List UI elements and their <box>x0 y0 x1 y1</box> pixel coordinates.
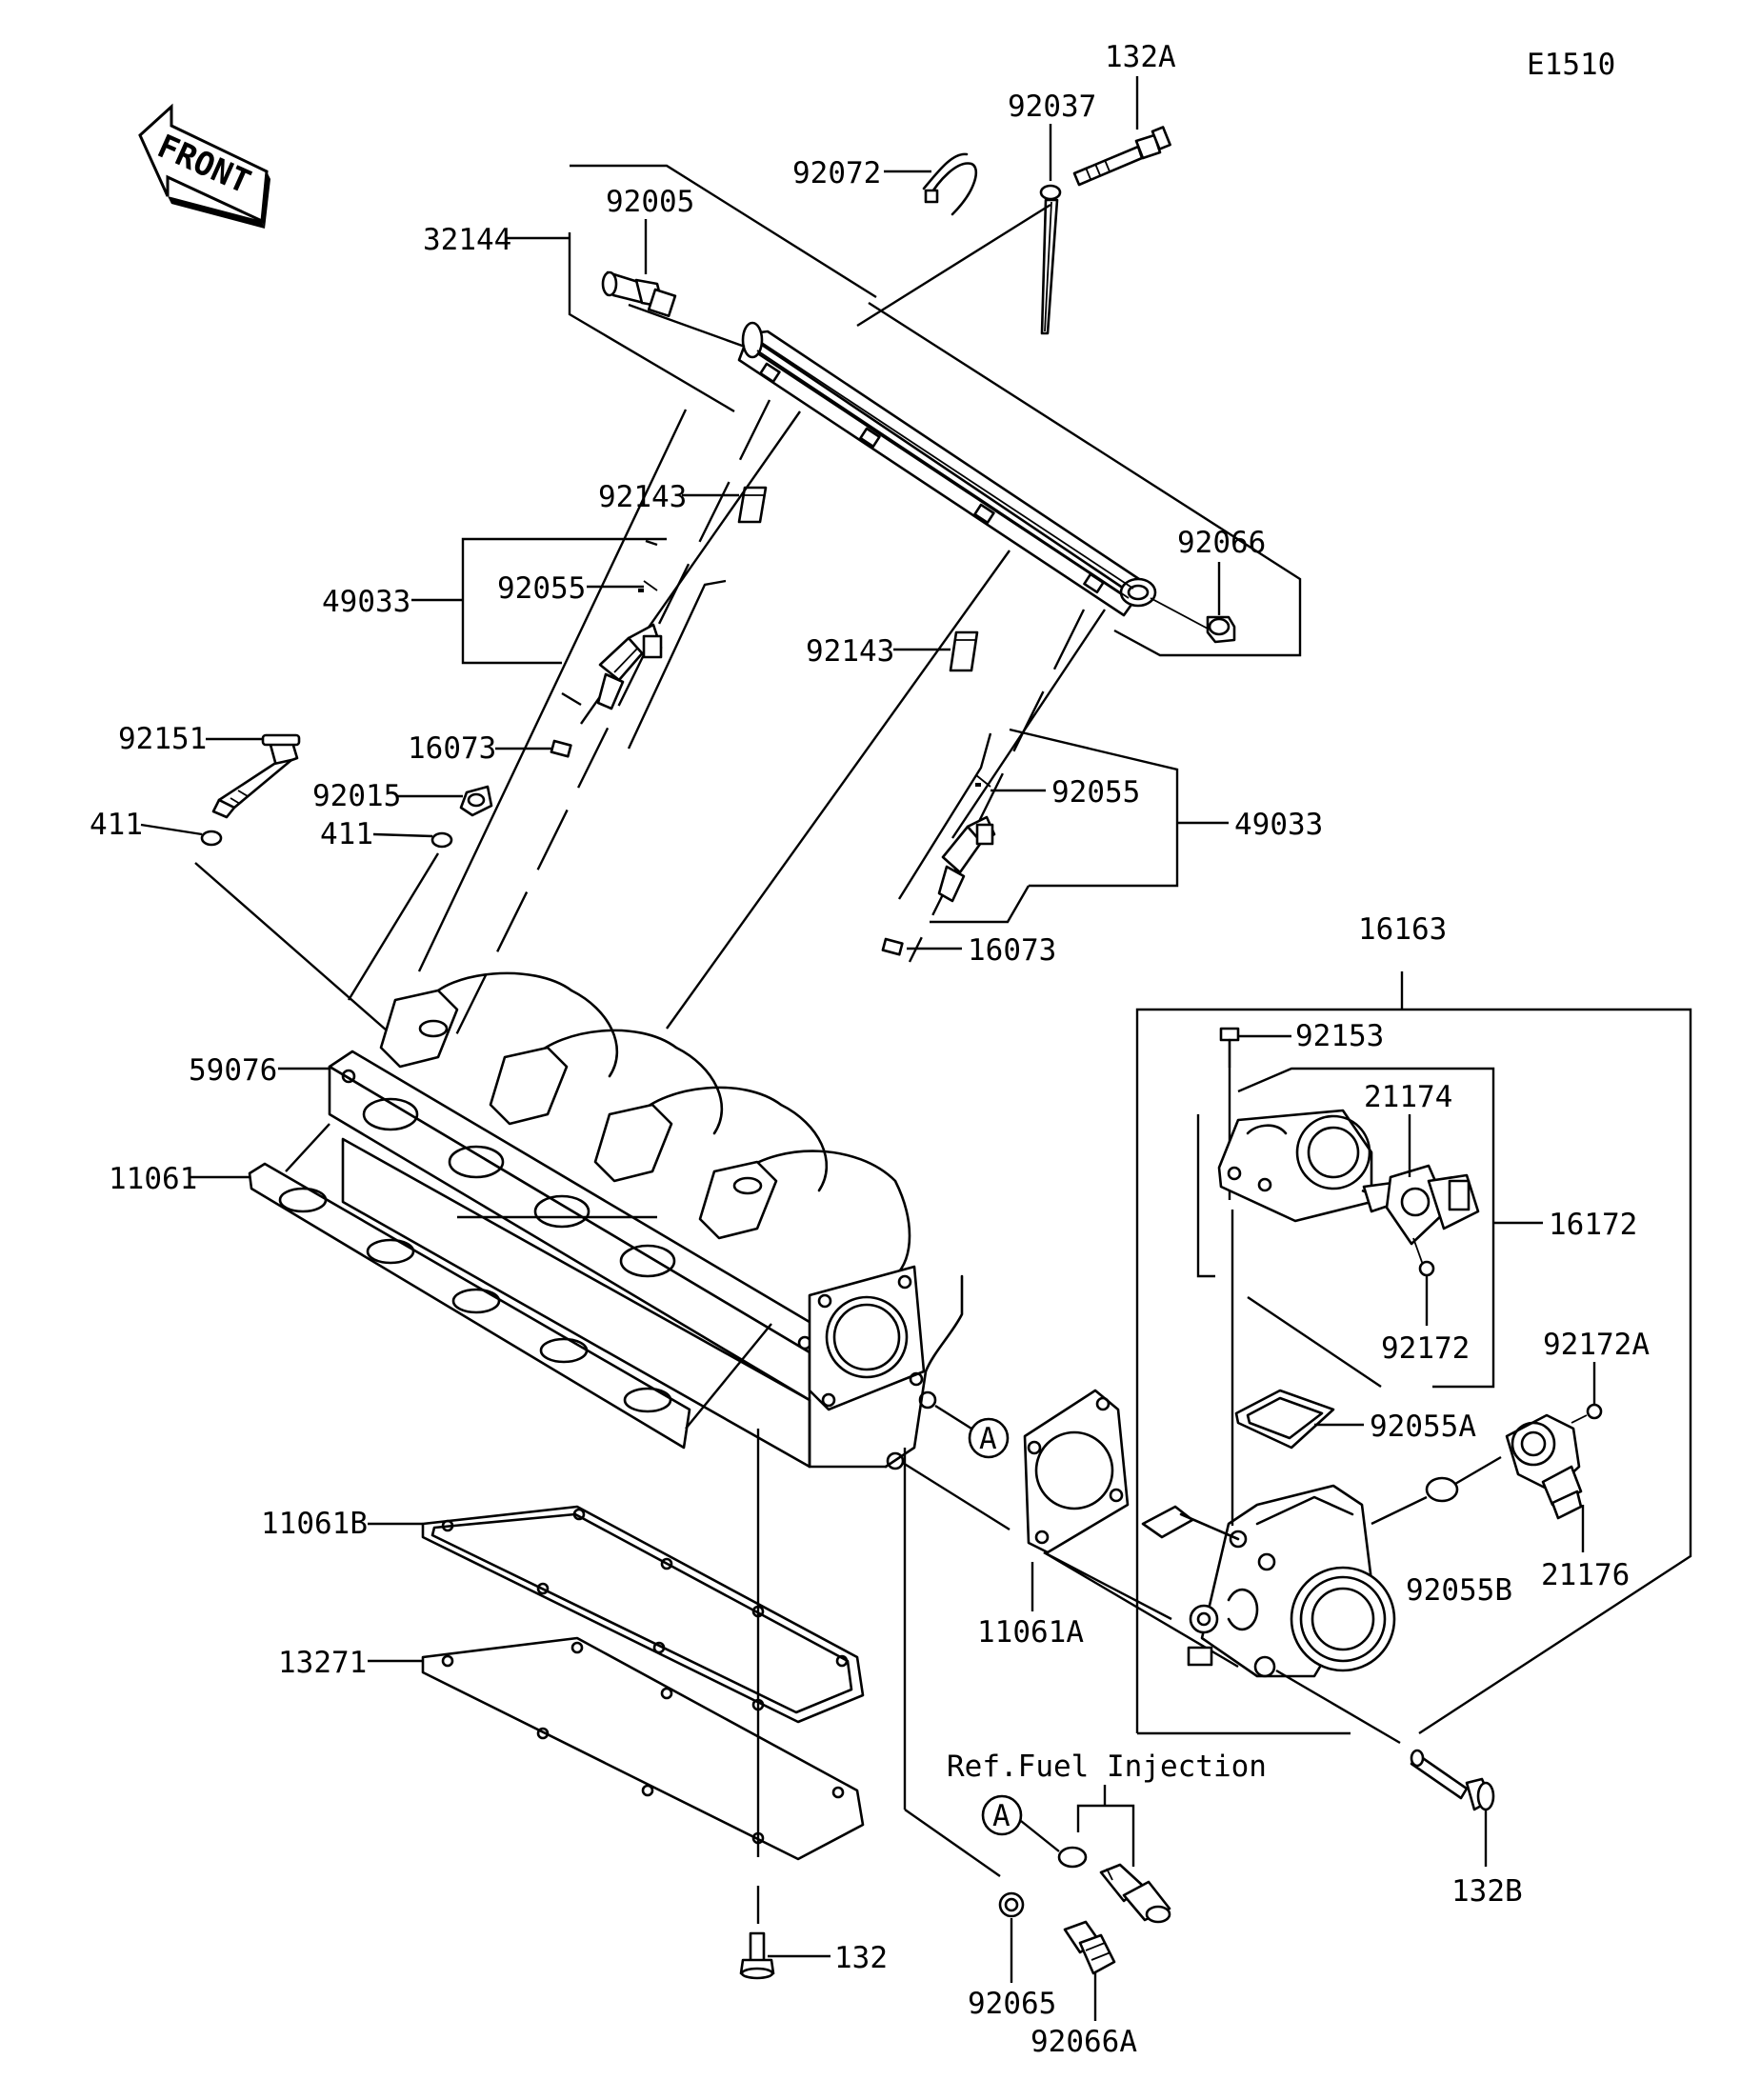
isc-valve-21174 <box>1361 1114 1480 1246</box>
gasket-11061 <box>248 1162 691 1450</box>
label-49033-a: 49033 <box>322 585 410 619</box>
intake-manifold <box>328 971 964 1470</box>
front-arrow-icon: FRONT <box>138 103 270 229</box>
fuel-rail <box>737 321 1157 617</box>
label-92055B: 92055B <box>1406 1573 1512 1608</box>
injector-lower <box>937 774 996 903</box>
label-16163: 16163 <box>1358 912 1447 947</box>
label-92005: 92005 <box>606 185 694 219</box>
tie-band-92037 <box>1039 184 1062 335</box>
label-92055A: 92055A <box>1370 1410 1476 1444</box>
pressure-fitting-92005 <box>601 270 746 349</box>
label-92151: 92151 <box>118 722 207 756</box>
label-92172: 92172 <box>1381 1331 1470 1366</box>
throttle-body-assembly-outline <box>1135 971 1692 1735</box>
label-11061B: 11061B <box>261 1507 368 1541</box>
label-411-a: 411 <box>90 808 143 842</box>
label-92066: 92066 <box>1177 526 1266 560</box>
seal-16073-b <box>881 937 904 956</box>
label-92143-b: 92143 <box>806 634 894 669</box>
label-411-b: 411 <box>320 817 373 851</box>
gasket-11061A <box>1023 1389 1130 1554</box>
washer-411-b <box>430 831 453 849</box>
label-32144: 32144 <box>423 223 511 257</box>
label-13271: 13271 <box>278 1646 367 1680</box>
bolt-92151 <box>211 733 301 819</box>
ref-fuel-injection-note: Ref.Fuel Injection <box>947 1750 1267 1784</box>
collar-92143-a <box>737 486 768 524</box>
label-21176: 21176 <box>1541 1558 1630 1592</box>
label-16073-b: 16073 <box>968 933 1056 968</box>
label-92065: 92065 <box>968 1987 1056 2021</box>
label-92172A: 92172A <box>1543 1328 1650 1362</box>
marker-a-upper: A <box>934 1404 1010 1459</box>
label-11061: 11061 <box>109 1162 197 1196</box>
label-16073-a: 16073 <box>408 731 496 766</box>
leaders <box>140 76 1543 2021</box>
dashed-guides <box>446 399 1086 1053</box>
collar-92143-b <box>949 630 979 672</box>
marker-a-lower: A <box>981 1794 1060 1852</box>
bolt-132 <box>739 1931 775 1980</box>
cap-92066 <box>1150 597 1236 644</box>
center-lines-manifold <box>285 1123 772 1430</box>
label-92072: 92072 <box>792 156 881 190</box>
injector-upper <box>596 580 663 710</box>
label-16172: 16172 <box>1549 1208 1637 1242</box>
fuel-rail-group-outline <box>568 164 1302 657</box>
label-132A: 132A <box>1105 40 1176 74</box>
label-132B: 132B <box>1451 1874 1523 1909</box>
throttle-body <box>1043 1210 1396 1678</box>
valve-subassy-outline <box>1196 1067 1495 1389</box>
label-49033-b: 49033 <box>1234 808 1323 842</box>
nut-92015 <box>459 785 493 817</box>
diagram-code: E1510 <box>1527 48 1615 82</box>
washer-411-a <box>200 830 223 847</box>
label-92015: 92015 <box>312 779 401 813</box>
screw-92172 <box>1412 1237 1435 1326</box>
bolt-132B <box>1275 1669 1495 1867</box>
clamp-92072 <box>922 152 978 216</box>
label-92066A: 92066A <box>1031 2025 1137 2059</box>
plug-92066A <box>1063 1920 1116 1975</box>
label-92143-a: 92143 <box>598 480 687 514</box>
gasket-92055A <box>1234 1389 1364 1450</box>
svg-text:A: A <box>992 1799 1011 1833</box>
o-ring-92055B <box>1371 1455 1502 1526</box>
label-92055-a: 92055 <box>497 571 586 606</box>
cover-plate-13271 <box>421 1636 865 1861</box>
center-lines-rail <box>417 409 1106 1030</box>
label-92055-b: 92055 <box>1051 775 1140 810</box>
label-92153: 92153 <box>1295 1019 1384 1053</box>
bolt-132A <box>1072 126 1171 187</box>
seal-16073-a <box>550 739 572 758</box>
label-11061A: 11061A <box>977 1615 1084 1650</box>
label-21174: 21174 <box>1364 1080 1452 1114</box>
idle-air-valve-housing <box>1217 1109 1373 1223</box>
tps-sensor-21176 <box>1505 1413 1585 1552</box>
part-labels: 132A 92037 92072 92005 32144 92143 92066… <box>90 40 1650 2059</box>
screw-92172A <box>1571 1362 1603 1424</box>
svg-text:A: A <box>979 1422 997 1456</box>
injector-group-lower-outline <box>897 728 1179 924</box>
label-92037: 92037 <box>1008 90 1096 124</box>
ref-sensor <box>1057 1785 1171 1924</box>
label-59076: 59076 <box>189 1053 277 1088</box>
label-132: 132 <box>834 1941 888 1975</box>
gasket-11061B <box>421 1505 865 1724</box>
washer-92065 <box>998 1891 1025 1918</box>
